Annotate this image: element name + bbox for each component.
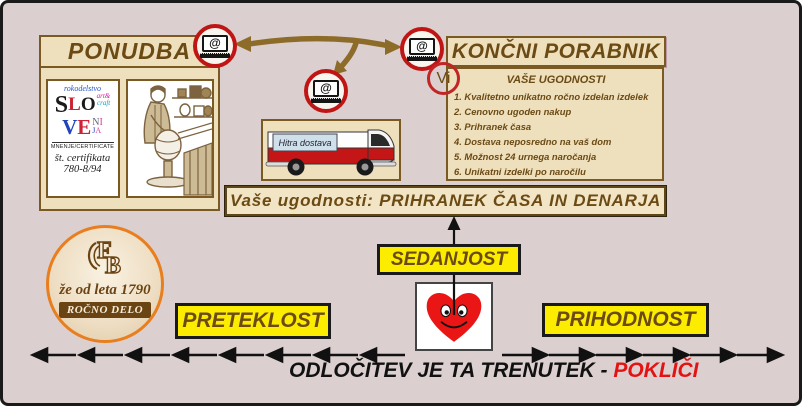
vi-label: Vi: [436, 69, 451, 87]
van-sign-text: Hitra dostava: [278, 138, 331, 148]
benefits-box: VAŠE UGODNOSTI 1. Kvalitetno unikatno ro…: [446, 67, 664, 181]
logo-since-text: že od leta 1790: [59, 282, 151, 298]
monogram-b: B: [105, 253, 121, 279]
delivery-van-card: Hitra dostava: [261, 119, 401, 181]
email-computer-icon-left: @: [193, 24, 237, 68]
timeline-present-label: SEDANJOST: [377, 244, 521, 275]
keyboard-base: [407, 55, 437, 61]
footer-slogan-call-to-action: POKLIČI: [613, 359, 699, 382]
timeline-future-label: PRIHODNOST: [542, 303, 709, 337]
benefit-item: 3. Prihranek časa: [454, 121, 532, 132]
ponudba-header: PONUDBA: [41, 37, 218, 68]
heart-card: [415, 282, 493, 351]
ponudba-title: PONUDBA: [67, 38, 192, 64]
at-symbol: @: [409, 37, 435, 55]
keyboard-base: [311, 97, 341, 103]
certificate-mnenje-label: MNENJE/CERTIFICATE: [50, 144, 115, 150]
footer-slogan-main: ODLOČITEV JE TA TRENUTEK -: [289, 359, 614, 382]
monogram-f: F: [97, 238, 112, 264]
at-symbol: @: [313, 79, 339, 97]
benefit-item: 1. Kvalitetno unikatno ročno izdelan izd…: [454, 91, 649, 102]
company-logo-badge: F B že od leta 1790 ROČNO DELO: [46, 225, 164, 343]
potter-illustration-icon: [143, 85, 212, 196]
benefit-item: 6. Unikatni izdelki po naročilu: [454, 166, 586, 177]
certificate-number-label: št. certifikata: [54, 153, 111, 164]
certificate-brand-word: rokodelstvo: [63, 84, 102, 93]
benefits-title: VAŠE UGODNOSTI: [506, 74, 606, 86]
timeline-past-label: PRETEKLOST: [175, 303, 331, 339]
benefit-item: 4. Dostava neposredno na vaš dom: [454, 136, 612, 147]
certificate-divider: [51, 142, 114, 143]
art-craft-label: art& craft: [96, 92, 111, 107]
footer-slogan: ODLOČITEV JE TA TRENUTEK - POKLIČI: [289, 359, 699, 383]
smiling-heart-icon: [426, 292, 482, 342]
benefit-item: 2. Cenovno ugoden nakup: [454, 106, 572, 117]
delivery-van-icon: Hitra dostava: [265, 129, 397, 176]
koncni-porabnik-header: KONČNI PORABNIK: [446, 36, 666, 67]
potter-illustration-card: [125, 79, 214, 198]
email-computer-icon-right: @: [400, 27, 444, 71]
at-symbol: @: [202, 34, 228, 52]
vi-circle-badge: Vi: [427, 62, 460, 95]
benefit-item: 5. Možnost 24 urnega naročanja: [454, 151, 597, 162]
keyboard-base: [200, 52, 230, 58]
email-computer-icon-middle: @: [304, 69, 348, 113]
fb-monogram-icon: F B: [87, 237, 122, 280]
koncni-porabnik-title: KONČNI PORABNIK: [451, 39, 661, 63]
benefits-banner-text: Vaše ugodnosti: PRIHRANEK ČASA IN DENARJ…: [229, 191, 662, 210]
logo-handmade-band: ROČNO DELO: [58, 302, 152, 318]
benefits-banner: Vaše ugodnosti: PRIHRANEK ČASA IN DENARJ…: [225, 186, 666, 216]
certificate-number: 780-8/94: [63, 164, 102, 175]
